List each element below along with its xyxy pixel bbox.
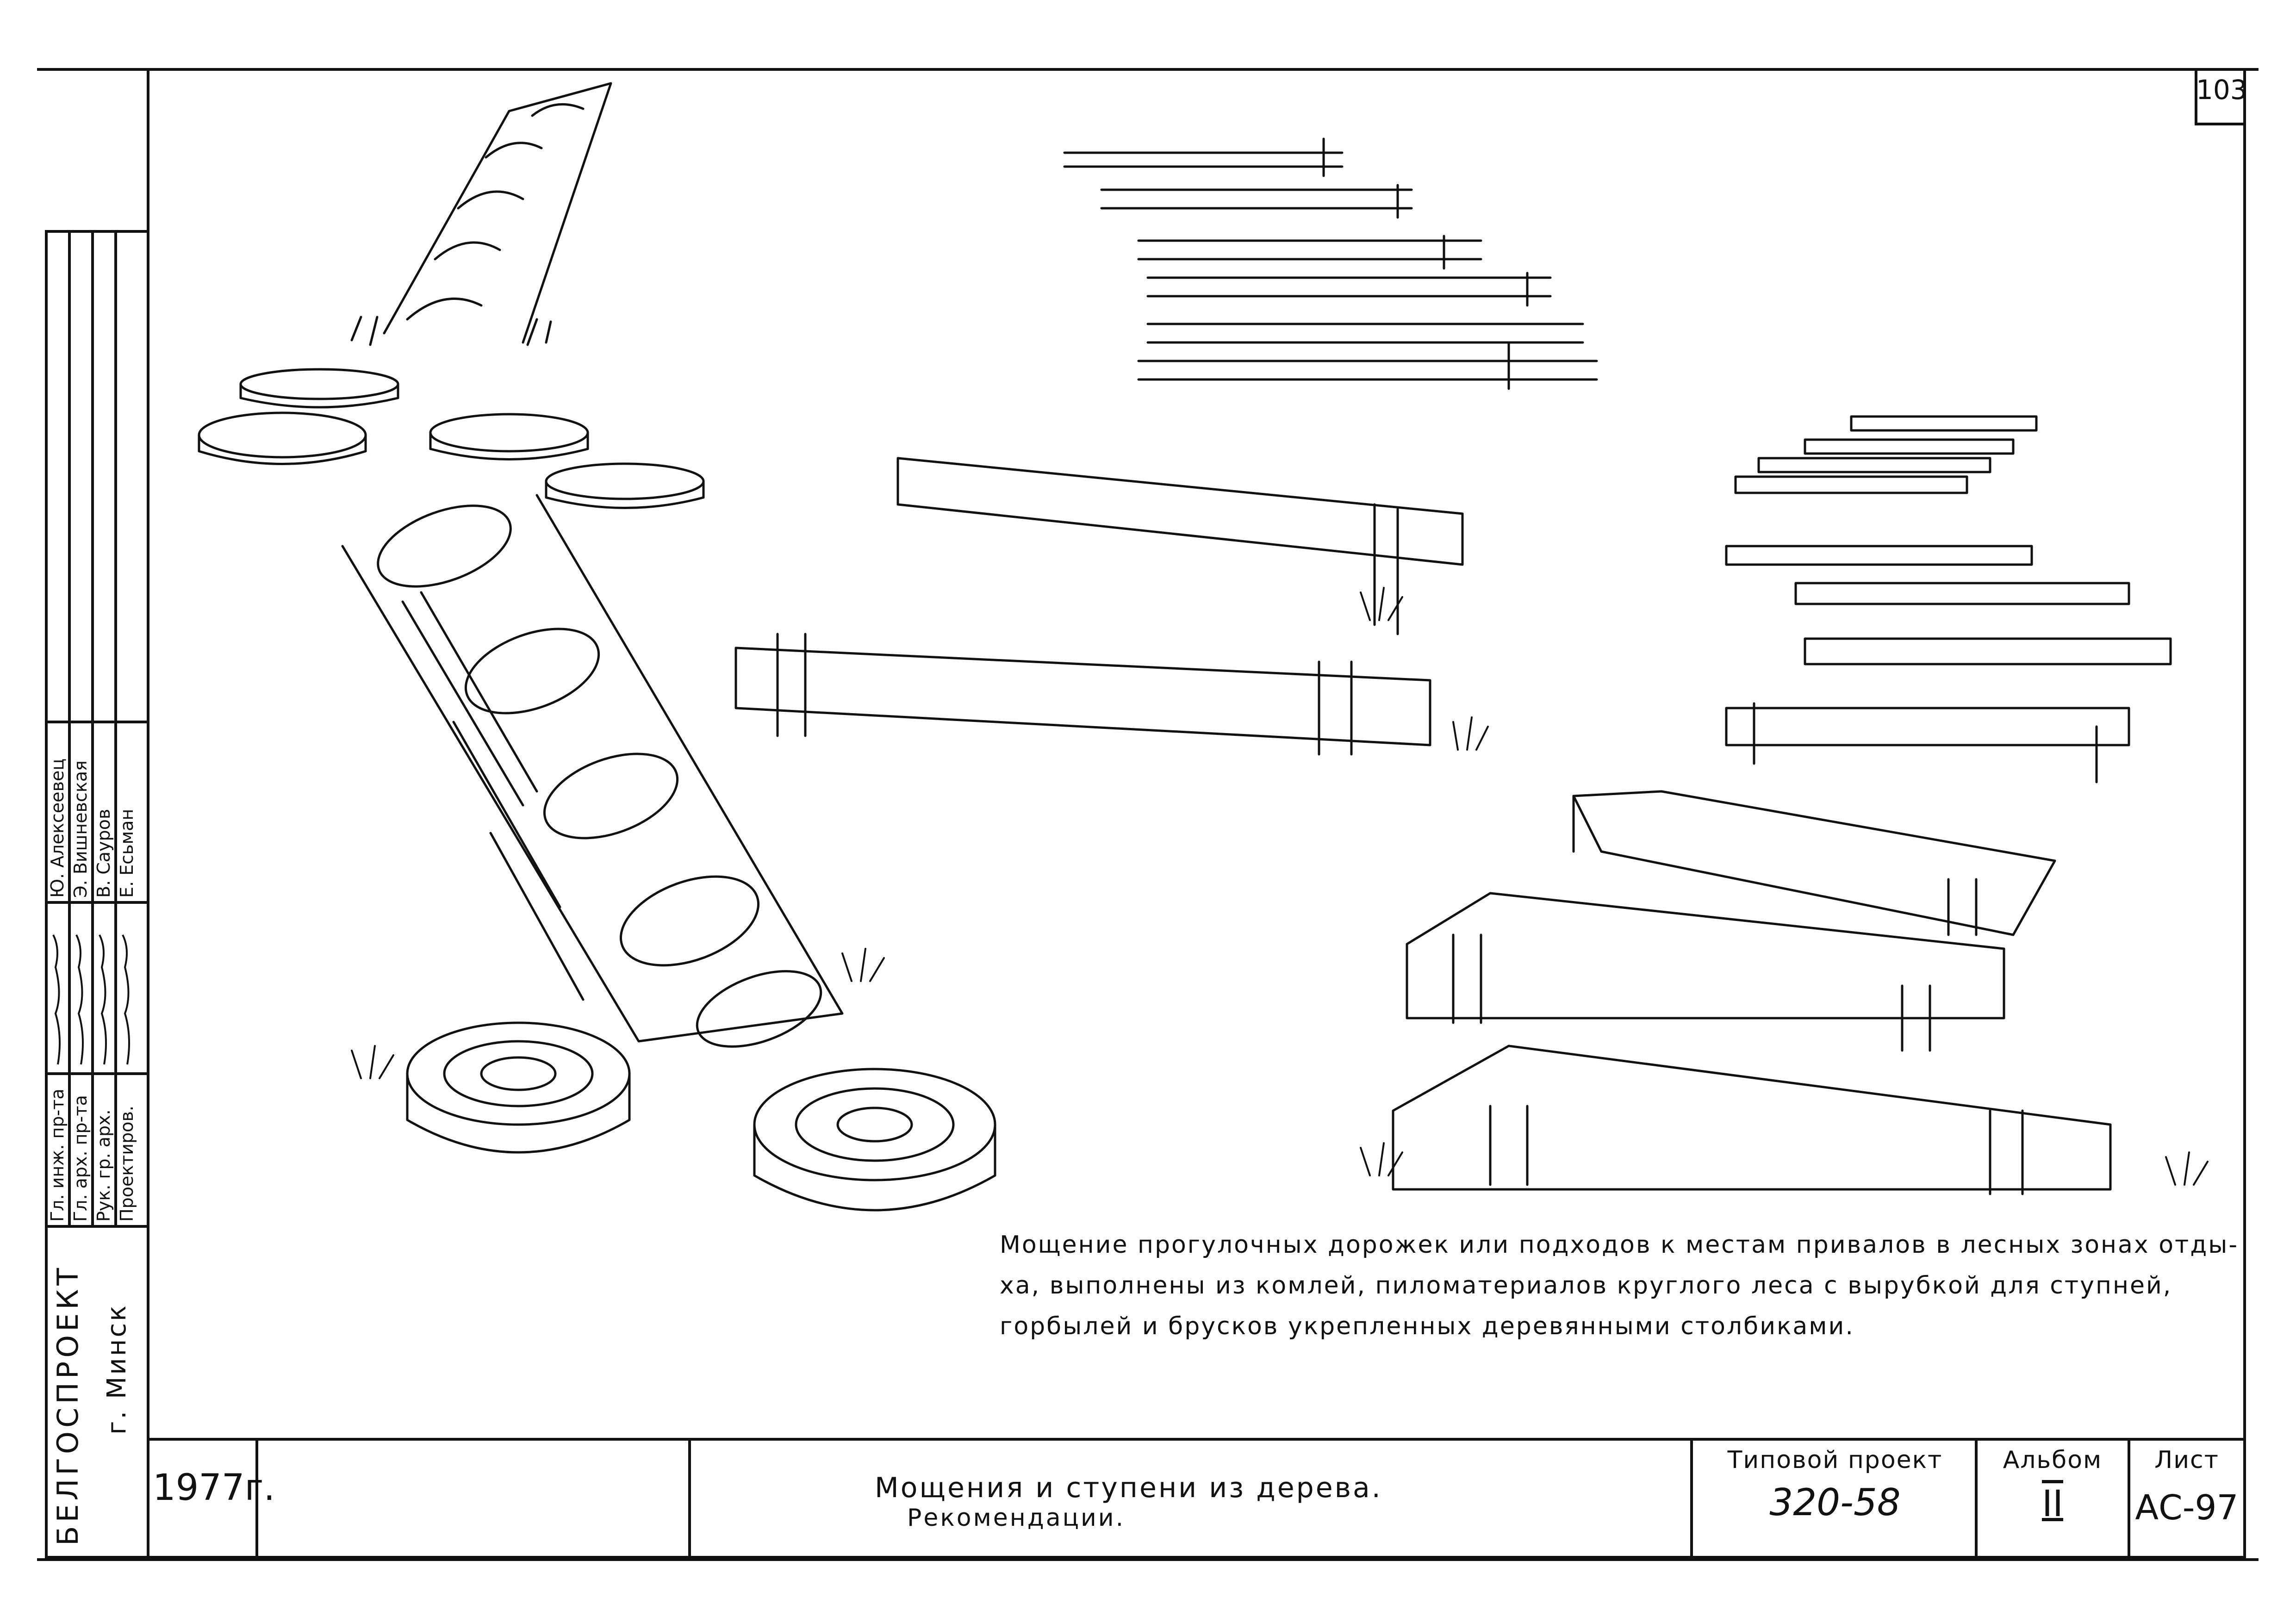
- project-label: Типовой проект: [1727, 1446, 1943, 1474]
- caption-line: горбылей и брусков укрепленных деревянны…: [1000, 1312, 1854, 1340]
- long-logs-with-stakes: [734, 457, 1464, 756]
- album-number: II: [2041, 1483, 2063, 1525]
- drawing-title: Мощения и ступени из дерева.: [875, 1472, 1382, 1504]
- plank-slabs-large: [1392, 790, 2112, 1195]
- caption-line: ха, выполнены из комлей, пиломатериалов …: [1000, 1272, 2172, 1300]
- sheet-label: Лист: [2154, 1446, 2219, 1474]
- drawing-subtitle: Рекомендации.: [907, 1504, 1126, 1532]
- round-log-steps: [1063, 137, 1598, 390]
- page-number: 103: [2196, 74, 2247, 106]
- log-slices-upper: [198, 368, 705, 509]
- project-number: 320-58: [1769, 1481, 1901, 1524]
- sheet-number: АС-97: [2135, 1488, 2239, 1528]
- caption: Мощение прогулочных дорожек или подходов…: [1000, 1231, 2239, 1340]
- log-slices-lower: [406, 1021, 996, 1212]
- year: 1977г.: [153, 1467, 275, 1509]
- slab-steps-small: [1725, 415, 2172, 784]
- notched-log-large: [341, 494, 844, 1048]
- notched-trunk-top: [350, 82, 612, 346]
- album-label: Альбом: [2003, 1446, 2103, 1474]
- caption-line: Мощение прогулочных дорожек или подходов…: [1000, 1231, 2239, 1259]
- grass-tufts: [351, 587, 2209, 1186]
